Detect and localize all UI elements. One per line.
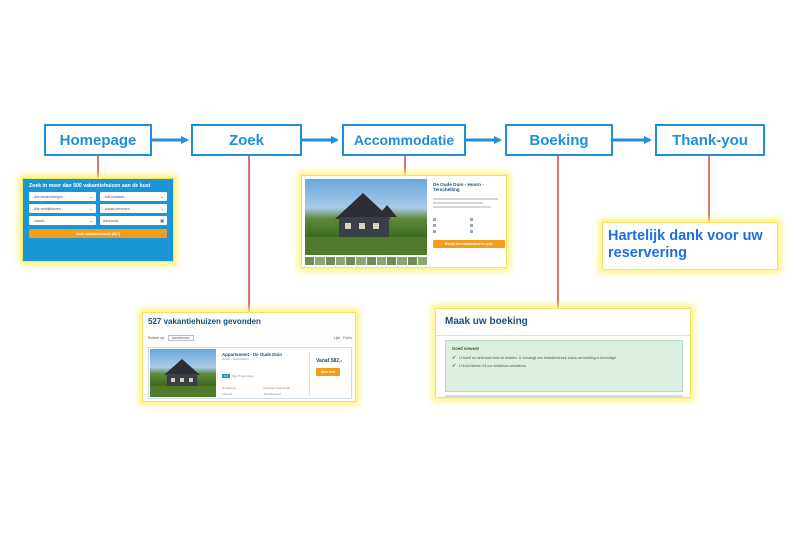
fact-item [433,218,469,221]
accommodation-info: De Oude Duin - Hoorn - Terschelling Beki… [433,182,505,248]
notice-title: Goed nieuws! [452,346,480,351]
chevron-down-icon: ⌄ [160,194,164,199]
thankyou-text: Hartelijk dank voor uw reservering [602,222,778,270]
result-name: Appartement - De Oude Duin [222,352,283,357]
chevron-down-icon: ⌄ [89,206,93,211]
thumbnail-strip [305,257,427,265]
search-widget-screenshot: Zoek in meer dan 500 vakantiehuizen aan … [22,178,174,262]
accommodation-title: De Oude Duin - Hoorn - Terschelling [433,182,484,193]
fact-item: Huisdier toegestaan [263,386,291,390]
select-arrival[interactable]: Aankomst▦ [100,216,167,225]
fact-item [470,224,506,227]
booking-title: Maak uw boeking [445,316,528,327]
chevron-down-icon: ⌄ [89,218,93,223]
availability-button[interactable]: Bekijk beschikbaarheid en prijs [433,239,505,248]
fact-item [470,230,506,233]
sort-label: Sorteer op: [148,336,165,340]
rating-badge: 8,4 [222,374,231,378]
house-photo [305,179,427,255]
select-persons[interactable]: - Aantal personen -⌄ [100,204,167,213]
step-thankyou: Thank-you [655,124,765,156]
house-illustration [150,359,216,397]
accommodation-screenshot: De Oude Duin - Hoorn - Terschelling Beki… [301,175,507,268]
fact-item [433,224,469,227]
fact-item: Appartement [263,392,281,396]
results-title: 527 vakantiehuizen gevonden [148,317,261,326]
more-info-button[interactable]: Meer info [316,368,340,376]
chevron-down-icon: ⌄ [89,194,93,199]
select-duration[interactable]: - Alle verblijfsduren -⌄ [29,204,96,213]
fact-item [470,218,506,221]
step-accommodatie: Accommodatie [342,124,466,156]
search-title: Zoek in meer dan 500 vakantiehuizen aan … [29,183,151,189]
step-homepage: Homepage [44,124,152,156]
select-month[interactable]: - Vaand -⌄ [29,216,96,225]
select-destination[interactable]: - Alle bestemmingen -⌄ [29,192,96,201]
good-news-notice: Goed nieuws! ✔U hoeft nu helemaal niets … [445,340,683,392]
fact-item: Huisdieren [222,386,237,390]
notice-item: ✔U kunt binnen 24 uur kosteloos annulere… [452,363,527,370]
view-list[interactable]: Lijst [334,336,341,340]
view-photos[interactable]: Foto's [342,336,352,340]
sort-bar: Sorteer op:Aanbevolen Lijst Foto's [148,333,352,343]
result-info: Appartement - De Oude Duin Hoorn - Tersc… [222,352,302,396]
select-place[interactable]: - Alle plaatsen -⌄ [100,192,167,201]
price: Vanaf 582,- [316,358,343,364]
search-button[interactable]: Zoek vakantiehuizen (527) [29,229,167,238]
chevron-down-icon: ⌄ [160,206,164,211]
step-boeking: Boeking [505,124,613,156]
fact-item: Internet [222,392,233,396]
step-zoek: Zoek [191,124,302,156]
booking-screenshot: Maak uw boeking Goed nieuws! ✔U hoeft nu… [435,308,691,398]
results-screenshot: 527 vakantiehuizen gevonden Sorteer op:A… [142,312,356,402]
check-icon: ✔ [452,355,457,361]
sort-select[interactable]: Aanbevolen [167,335,194,341]
notice-item: ✔U hoeft nu helemaal niets te betalen. U… [452,355,617,361]
check-icon: ✔ [452,363,457,370]
house-illustration [305,193,427,255]
price-box: Vanaf 582,- Meer info [309,352,349,396]
calendar-icon: ▦ [160,218,164,223]
result-location: Hoorn - Terschelling [222,357,249,361]
result-card[interactable]: Appartement - De Oude Duin Hoorn - Tersc… [148,347,352,399]
house-photo [150,349,216,397]
fact-item [433,230,469,233]
